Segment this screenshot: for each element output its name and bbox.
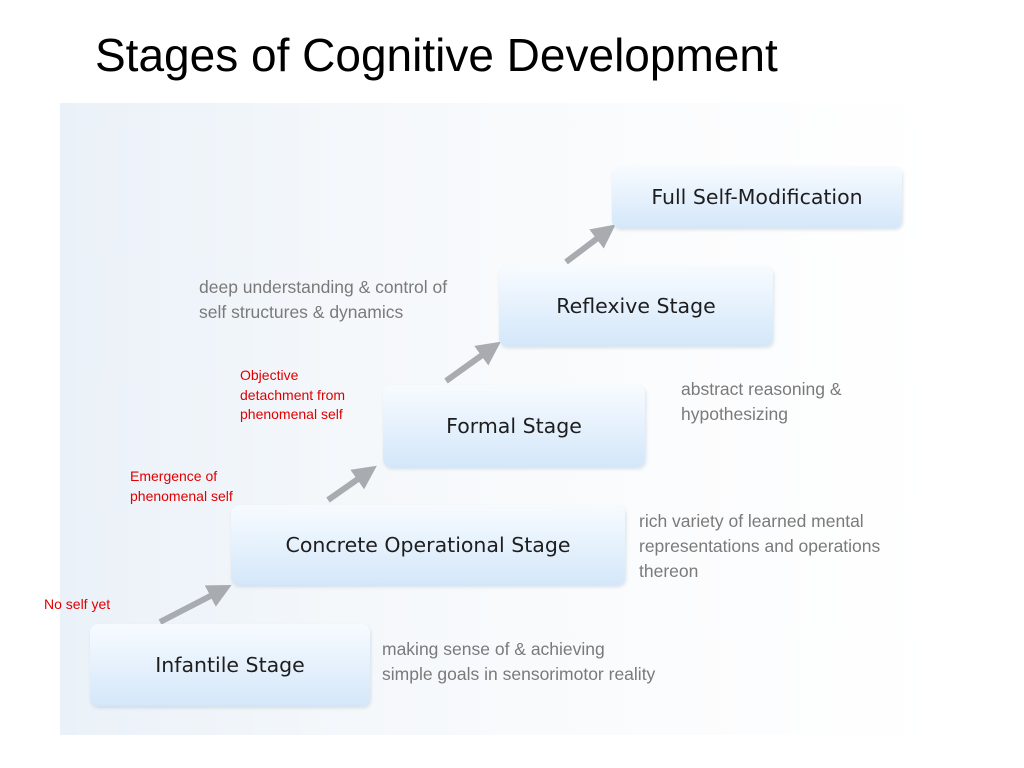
arrow-concrete-to-formal bbox=[326, 465, 377, 503]
stage-reflexive-description: deep understanding & control of self str… bbox=[199, 277, 448, 322]
stage-infantile-description: making sense of & achieving simple goals… bbox=[382, 639, 656, 684]
stage-infantile: Infantile Stage bbox=[90, 624, 370, 706]
stage-reflexive-label: Reflexive Stage bbox=[556, 294, 716, 318]
stage-concrete-operational-description: rich variety of learned mental represent… bbox=[639, 511, 881, 581]
arrow-formal-to-reflexive bbox=[444, 341, 501, 384]
arrow-reflexive-to-full bbox=[564, 224, 616, 265]
stage-full-self-modification-label: Full Self-Modification bbox=[651, 185, 863, 209]
stage-infantile-label: Infantile Stage bbox=[155, 653, 305, 677]
stage-formal: Formal Stage bbox=[383, 385, 645, 467]
stage-formal-description: abstract reasoning & hypothesizing bbox=[681, 379, 842, 424]
stage-formal-label: Formal Stage bbox=[446, 414, 582, 438]
stage-concrete-operational-note: Emergence of phenomenal self bbox=[130, 468, 233, 504]
stage-reflexive: Reflexive Stage bbox=[499, 266, 773, 346]
arrow-infantile-to-concrete bbox=[158, 585, 232, 625]
stage-full-self-modification: Full Self-Modification bbox=[612, 166, 902, 228]
stage-infantile-note: No self yet bbox=[44, 596, 111, 612]
slide-title: Stages of Cognitive Development bbox=[95, 29, 778, 81]
stage-concrete-operational-label: Concrete Operational Stage bbox=[285, 533, 571, 557]
stage-formal-note: Objective detachment from phenomenal sel… bbox=[240, 367, 346, 422]
stage-concrete-operational: Concrete Operational Stage bbox=[231, 505, 625, 585]
